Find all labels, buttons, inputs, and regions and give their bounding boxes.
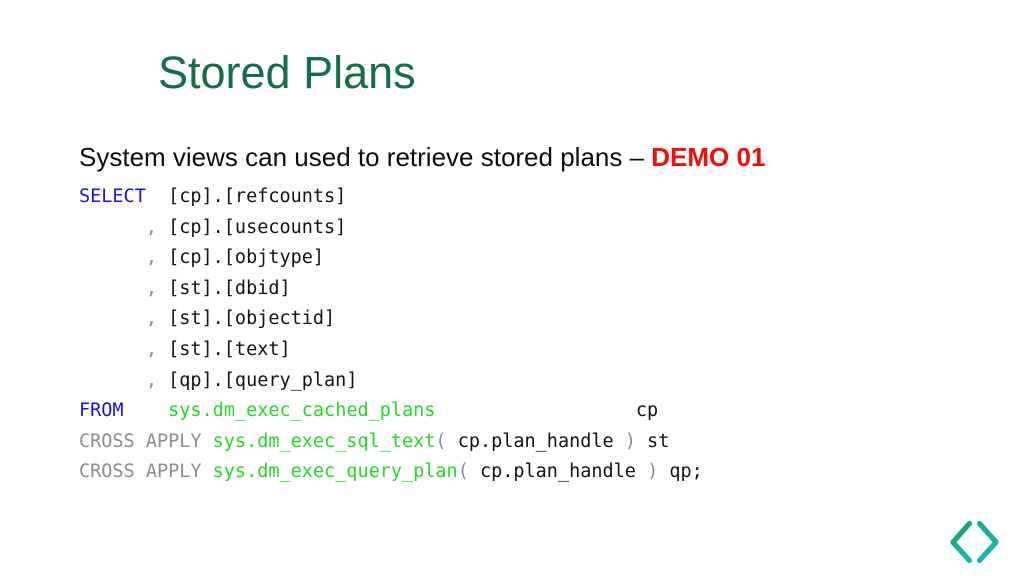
code-token: CROSS APPLY [79, 430, 213, 452]
code-token: [st].[dbid] [156, 277, 291, 299]
code-token: st [635, 430, 670, 452]
code-token [79, 370, 146, 391]
code-token: , [145, 338, 157, 360]
code-token: ) [647, 461, 659, 483]
subtitle-line: System views can used to retrieve stored… [79, 141, 765, 173]
code-line: , [st].[text] [79, 335, 703, 366]
code-token: SELECT [79, 186, 146, 207]
code-token: , [145, 308, 157, 330]
code-token: , [145, 247, 157, 269]
code-token: sys.dm_exec_query_plan [212, 461, 458, 483]
code-token [79, 247, 146, 268]
sql-code-block: SELECT [cp].[refcounts] , [cp].[usecount… [79, 182, 703, 488]
subtitle-lead-text: System views can used to retrieve stored… [79, 142, 652, 172]
code-token: qp; [658, 461, 703, 483]
code-token: ( [435, 430, 447, 452]
demo-label: DEMO 01 [651, 142, 766, 172]
code-token: [cp].[refcounts] [145, 186, 347, 207]
code-token: [st].[objectid] [156, 308, 336, 330]
code-token [124, 400, 169, 421]
code-line: , [cp].[objtype] [79, 243, 703, 274]
code-line: SELECT [cp].[refcounts] [79, 182, 703, 213]
code-line: CROSS APPLY sys.dm_exec_query_plan( cp.p… [79, 457, 703, 488]
code-brackets-icon [948, 518, 1004, 566]
code-line: , [qp].[query_plan] [79, 366, 703, 397]
code-token: cp [435, 400, 659, 422]
code-token: sys.dm_exec_sql_text [212, 430, 436, 452]
code-token: [cp].[usecounts] [156, 216, 347, 238]
code-token: [st].[text] [156, 338, 291, 360]
code-token [79, 308, 146, 329]
code-token: ) [624, 430, 636, 452]
code-token [79, 278, 146, 299]
code-token: cp.plan_handle [468, 461, 648, 483]
code-line: , [st].[dbid] [79, 274, 703, 305]
code-token [79, 339, 146, 360]
code-line: FROM sys.dm_exec_cached_plans cp [79, 396, 703, 427]
code-line: , [cp].[usecounts] [79, 213, 703, 244]
code-token: FROM [79, 400, 124, 422]
page-title: Stored Plans [158, 47, 416, 98]
code-token: CROSS APPLY [79, 461, 213, 483]
code-token [79, 217, 146, 238]
code-token: , [145, 369, 157, 391]
code-line: CROSS APPLY sys.dm_exec_sql_text( cp.pla… [79, 427, 703, 458]
code-token: , [145, 216, 157, 238]
code-token: ( [457, 461, 469, 483]
code-token: sys.dm_exec_cached_plans [168, 400, 436, 422]
code-token: [qp].[query_plan] [156, 369, 358, 391]
code-line: , [st].[objectid] [79, 304, 703, 335]
code-token: [cp].[objtype] [156, 247, 325, 269]
code-token: cp.plan_handle [446, 430, 625, 452]
code-token: , [145, 277, 157, 299]
